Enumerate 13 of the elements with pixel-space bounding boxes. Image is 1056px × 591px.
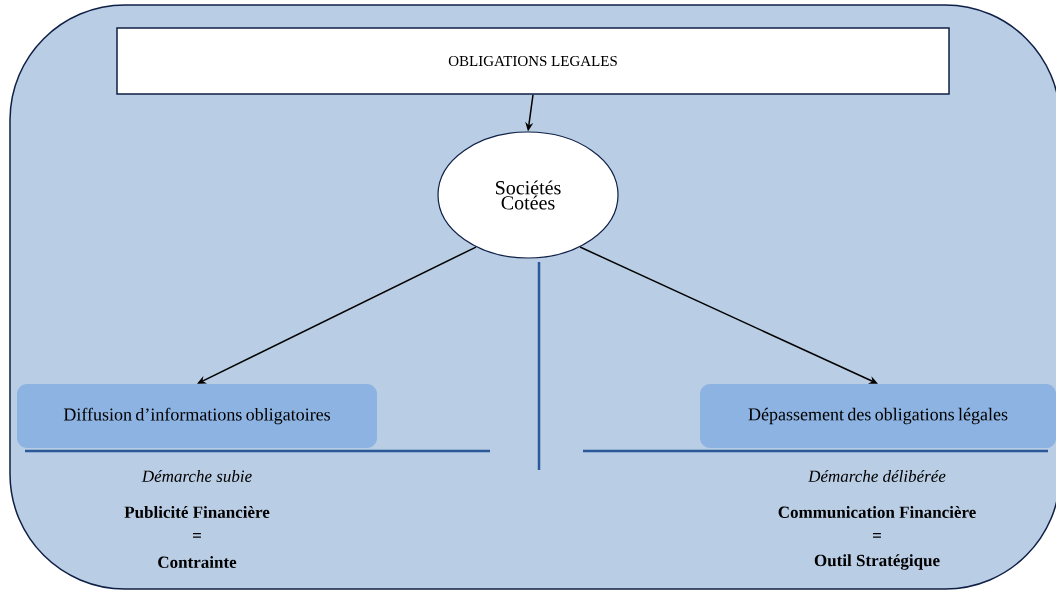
title-box: OBLIGATIONS LEGALES xyxy=(116,27,950,95)
bold-text: = xyxy=(193,533,201,538)
bold-text: Outil Stratégique xyxy=(814,554,940,570)
bold-text: = xyxy=(873,533,881,538)
bold-text: Communication Financière xyxy=(778,506,976,518)
process-box: Dépassement des obligations légales xyxy=(700,384,1056,448)
bold-text: Contrainte xyxy=(158,556,237,568)
arrow xyxy=(197,246,477,384)
bold-text: Publicité Financière xyxy=(124,506,270,518)
caption-text: Démarche subie xyxy=(141,470,252,482)
arrow xyxy=(579,246,878,384)
caption-text: Démarche délibérée xyxy=(808,470,946,482)
process-box: Diffusion d’informations obligatoires xyxy=(17,384,377,448)
